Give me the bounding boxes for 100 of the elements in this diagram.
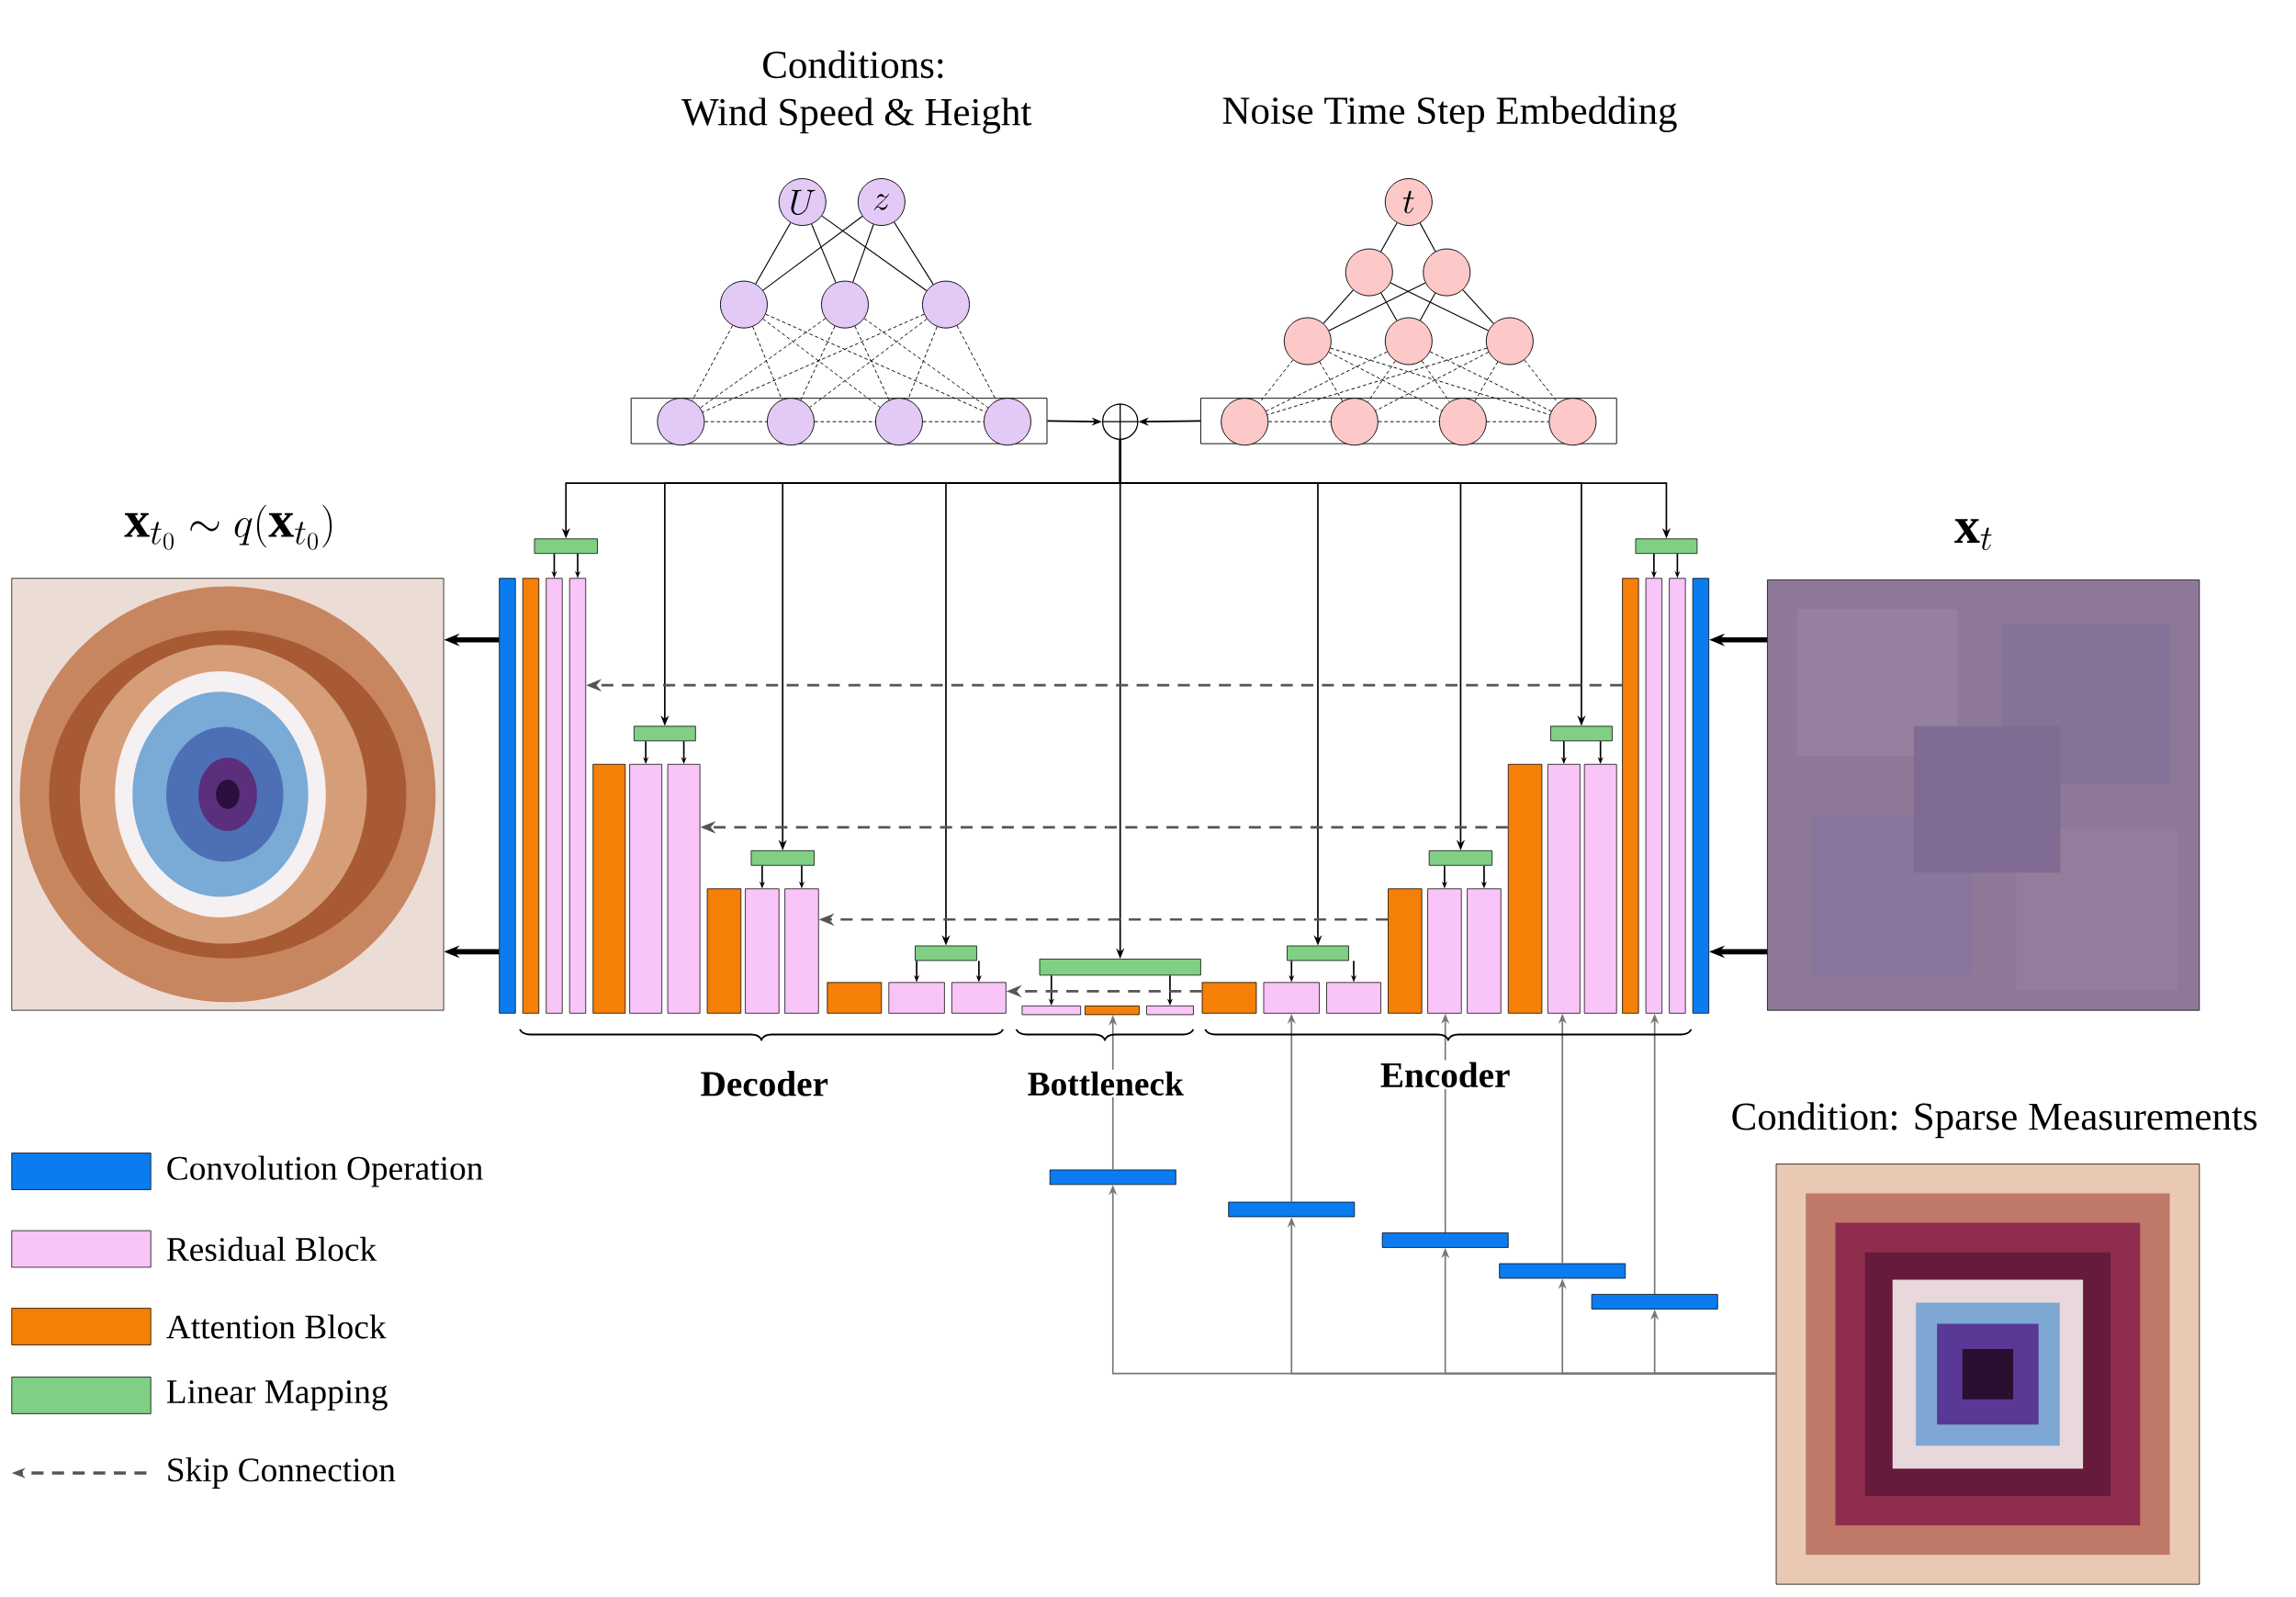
connection-line — [1429, 351, 1552, 411]
attention-block — [522, 578, 540, 1014]
attention-block — [706, 888, 742, 1014]
connection-line — [752, 326, 782, 400]
legend-label: Linear Mapping — [166, 1379, 388, 1411]
connection-line — [811, 223, 837, 283]
section-label: Decoder — [698, 1068, 830, 1098]
convolution-bar — [1591, 1293, 1718, 1310]
connection-line — [1474, 361, 1499, 401]
connection-line — [863, 318, 989, 409]
legend-label: Attention Block — [166, 1314, 387, 1339]
image-title: Condition: Sparse Measurements — [1732, 1102, 2257, 1138]
connection-line — [1258, 359, 1294, 403]
convolution-bar — [1499, 1263, 1626, 1279]
section-label: Encoder — [1379, 1060, 1513, 1089]
linear-mapping-bar — [1287, 945, 1349, 962]
connection-line — [692, 324, 734, 401]
neuron — [1221, 397, 1269, 445]
legend-label: Residual Block — [166, 1236, 377, 1261]
residual-block — [1467, 888, 1502, 1014]
residual-block — [1427, 888, 1462, 1014]
connection-line — [1367, 360, 1396, 402]
connection-line — [1319, 361, 1344, 401]
attention-block — [1507, 763, 1543, 1014]
residual-block — [1263, 982, 1320, 1014]
connection-line — [894, 221, 934, 285]
connection-line — [765, 313, 986, 412]
layer-box — [630, 397, 1048, 444]
neuron — [983, 397, 1031, 445]
residual-block — [1547, 763, 1581, 1014]
neuron: $U$ — [778, 177, 827, 226]
neuron — [767, 397, 815, 445]
residual-block — [888, 982, 945, 1014]
convolution-bar — [1692, 578, 1710, 1014]
linear-mapping-bar — [534, 538, 598, 554]
attention-block — [1085, 1005, 1140, 1016]
connection-line — [1390, 282, 1490, 332]
connection-line — [1419, 222, 1436, 253]
neuron: $t$ — [1384, 177, 1433, 226]
residual-block — [784, 888, 819, 1014]
connection-line — [1462, 288, 1494, 324]
connection-line — [1380, 292, 1398, 321]
connection-line — [762, 318, 881, 408]
connection-line — [854, 325, 890, 400]
linear-mapping-bar — [1550, 725, 1613, 741]
connection-line — [852, 223, 874, 283]
legend-label: Convolution Operation — [167, 1155, 483, 1187]
linear-mapping-bar — [634, 725, 696, 741]
linear-mapping-bar — [750, 849, 815, 866]
connection-line — [1421, 360, 1450, 402]
convolution-bar — [1381, 1231, 1509, 1248]
connection-line — [703, 421, 768, 422]
neuron — [875, 397, 923, 445]
connection-line — [1524, 359, 1559, 403]
connection-line — [1266, 351, 1388, 411]
residual-block — [1645, 578, 1663, 1014]
connection-line — [814, 421, 876, 422]
residual-block — [1326, 982, 1381, 1014]
connection-line — [1330, 347, 1550, 415]
residual-block — [745, 888, 780, 1014]
image-title: $\mathbf{x}_{t_0} \sim q(\mathbf{x}_{t_0})$ — [124, 504, 332, 550]
neuron — [922, 280, 970, 329]
connection-line — [700, 318, 827, 409]
convolution-bar — [499, 578, 516, 1014]
connection-line — [1266, 347, 1488, 415]
neuron — [1548, 397, 1597, 445]
residual-block — [568, 578, 587, 1014]
heading: Noise Time Step Embedding — [1220, 94, 1680, 134]
connection-line — [956, 324, 997, 401]
neuron: $z$ — [857, 177, 906, 226]
connection-line — [1328, 282, 1426, 332]
connection-line — [1379, 221, 1398, 253]
section-label: Bottleneck — [1025, 1069, 1186, 1097]
connection-line — [922, 421, 985, 422]
connection-line — [702, 313, 925, 412]
linear-mapping-bar — [1635, 538, 1698, 554]
attention-block — [1622, 578, 1639, 1014]
neuron — [1485, 317, 1534, 366]
heading: Wind Speed & Height — [680, 96, 1034, 136]
neuron — [821, 280, 869, 329]
layer-box — [1199, 397, 1617, 444]
residual-block — [1021, 1005, 1082, 1016]
connection-line — [1328, 351, 1443, 411]
connection-line — [907, 326, 938, 400]
legend-label: Skip Connection — [168, 1456, 396, 1489]
neuron — [719, 280, 768, 329]
convolution-bar — [1049, 1169, 1176, 1185]
neuron — [1438, 397, 1487, 445]
neuron — [1384, 317, 1433, 366]
connection-line — [1267, 421, 1332, 422]
residual-block — [667, 763, 701, 1014]
neuron — [1330, 397, 1379, 445]
connection-line — [1375, 351, 1490, 411]
connection-line — [1378, 421, 1440, 422]
neuron — [1345, 248, 1393, 297]
neuron — [1283, 317, 1332, 366]
connection-line — [1419, 292, 1436, 321]
convolution-bar — [1228, 1201, 1356, 1218]
residual-block — [1583, 763, 1617, 1014]
residual-block — [1669, 578, 1686, 1014]
